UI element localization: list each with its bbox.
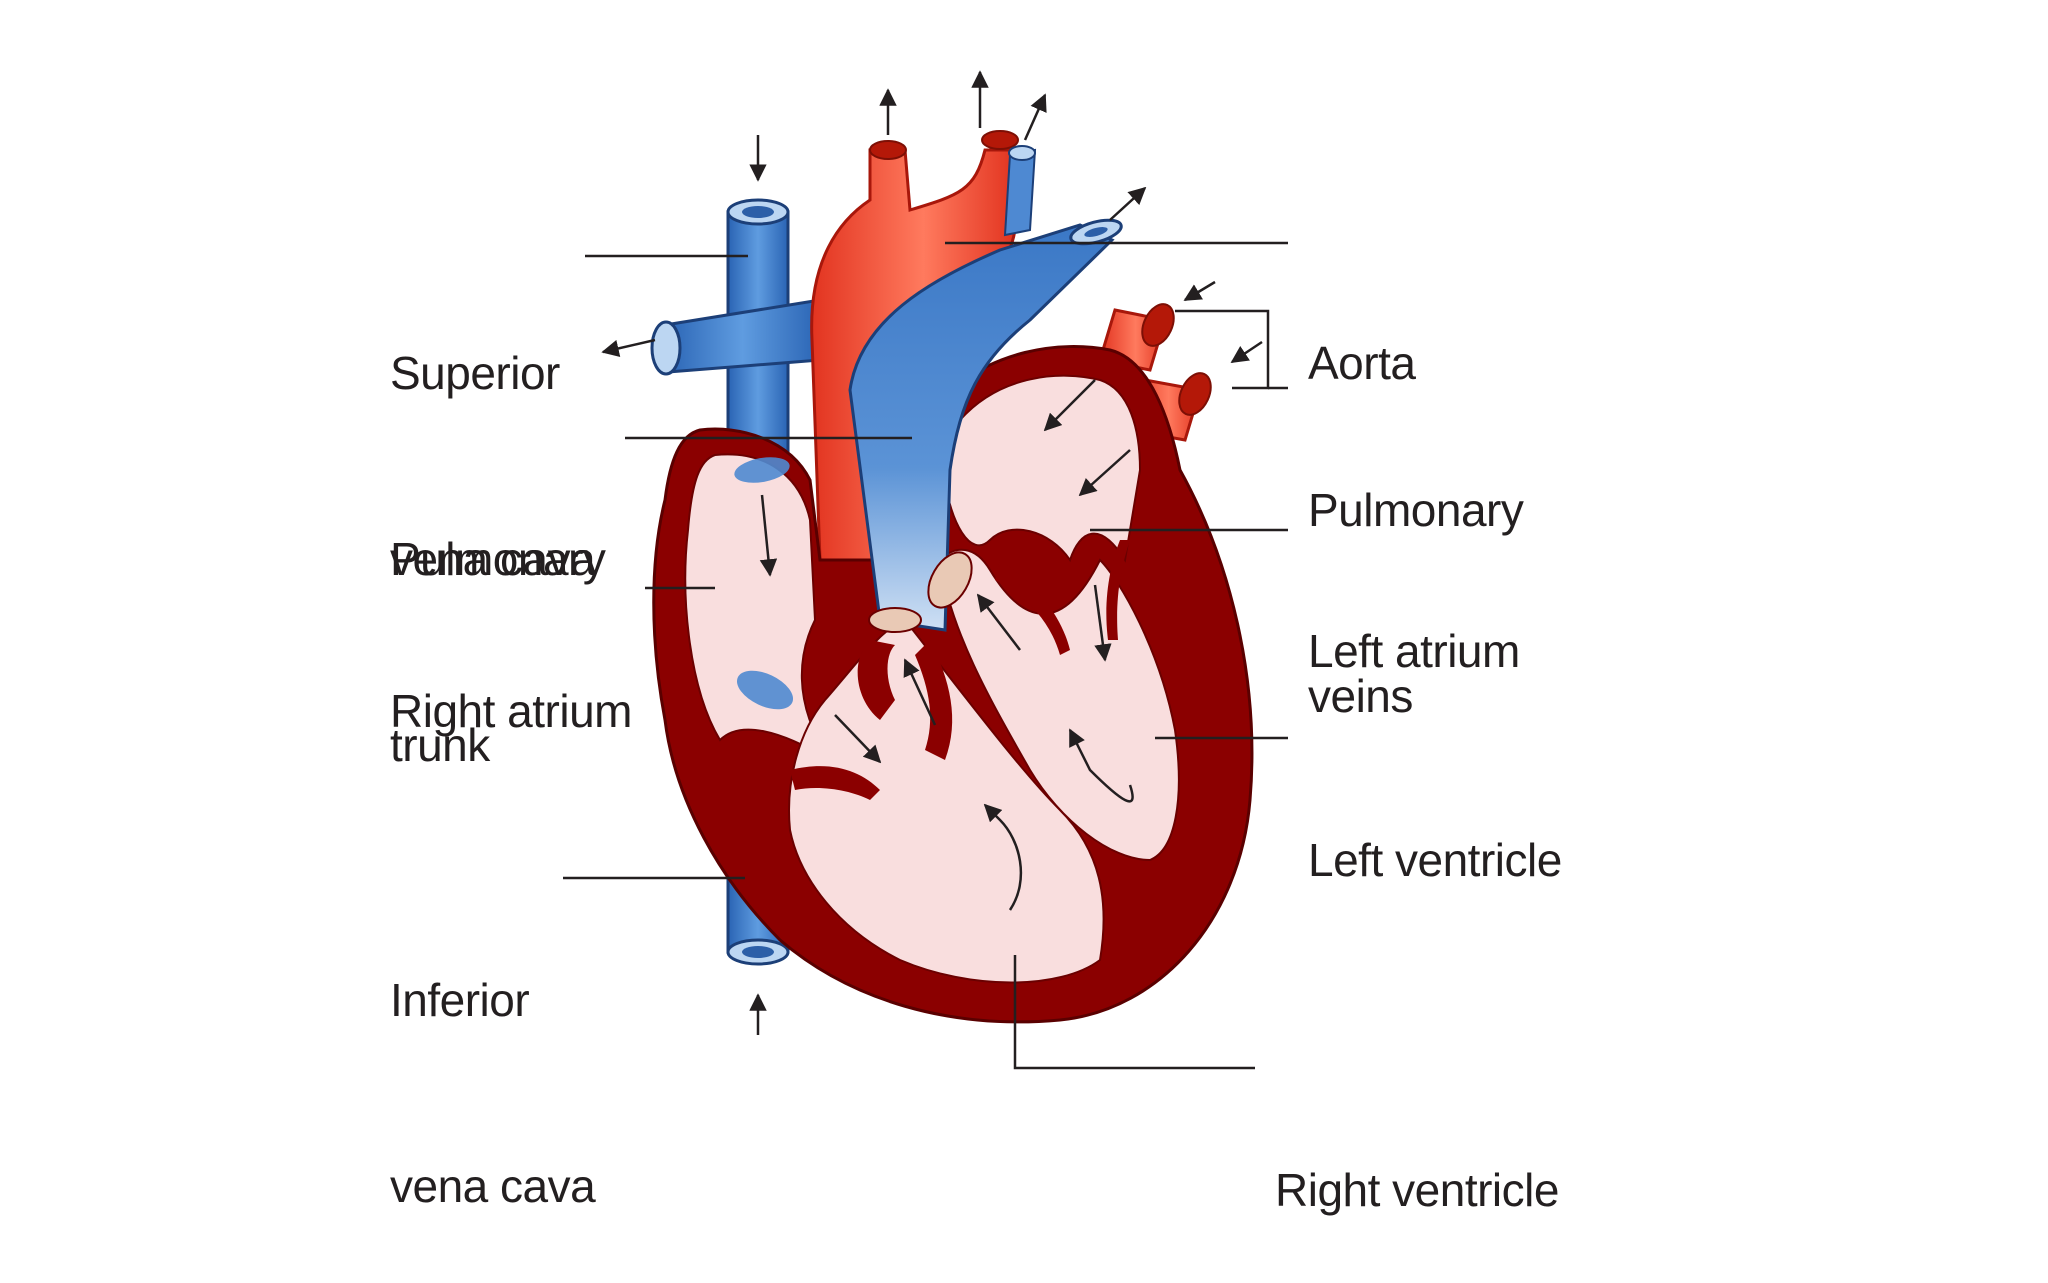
leader-pulmonary-veins bbox=[1175, 309, 1270, 390]
label-aorta: Aorta bbox=[1308, 337, 1416, 389]
blood-flow-arrows bbox=[601, 70, 1263, 1035]
label-pulmonary-trunk: Pulmonary trunk bbox=[390, 533, 606, 771]
heart-illustration bbox=[563, 70, 1288, 1070]
label-pulmonary-veins: Pulmonary veins bbox=[1308, 484, 1524, 722]
label-left-ventricle: Left ventricle bbox=[1308, 834, 1562, 886]
right-ventricle-chamber bbox=[788, 618, 1105, 984]
leader-lines bbox=[563, 241, 1288, 1070]
heart-diagram: Superior vena cava Pulmonary trunk Right… bbox=[390, 70, 1562, 1216]
label-right-ventricle: Right ventricle bbox=[1275, 1164, 1559, 1216]
label-right-atrium: Right atrium bbox=[390, 685, 632, 737]
right-atrium-chamber bbox=[684, 453, 831, 761]
pulmonary-trunk-vessel bbox=[848, 218, 1123, 632]
label-left-atrium: Left atrium bbox=[1308, 625, 1520, 677]
label-superior-vena-cava: Superior vena cava bbox=[390, 347, 596, 585]
label-inferior-vena-cava: Inferior vena cava bbox=[390, 974, 596, 1212]
left-ventricle-chamber bbox=[938, 548, 1180, 862]
leader-right-ventricle bbox=[1013, 955, 1255, 1070]
heart-valves bbox=[734, 457, 1130, 800]
